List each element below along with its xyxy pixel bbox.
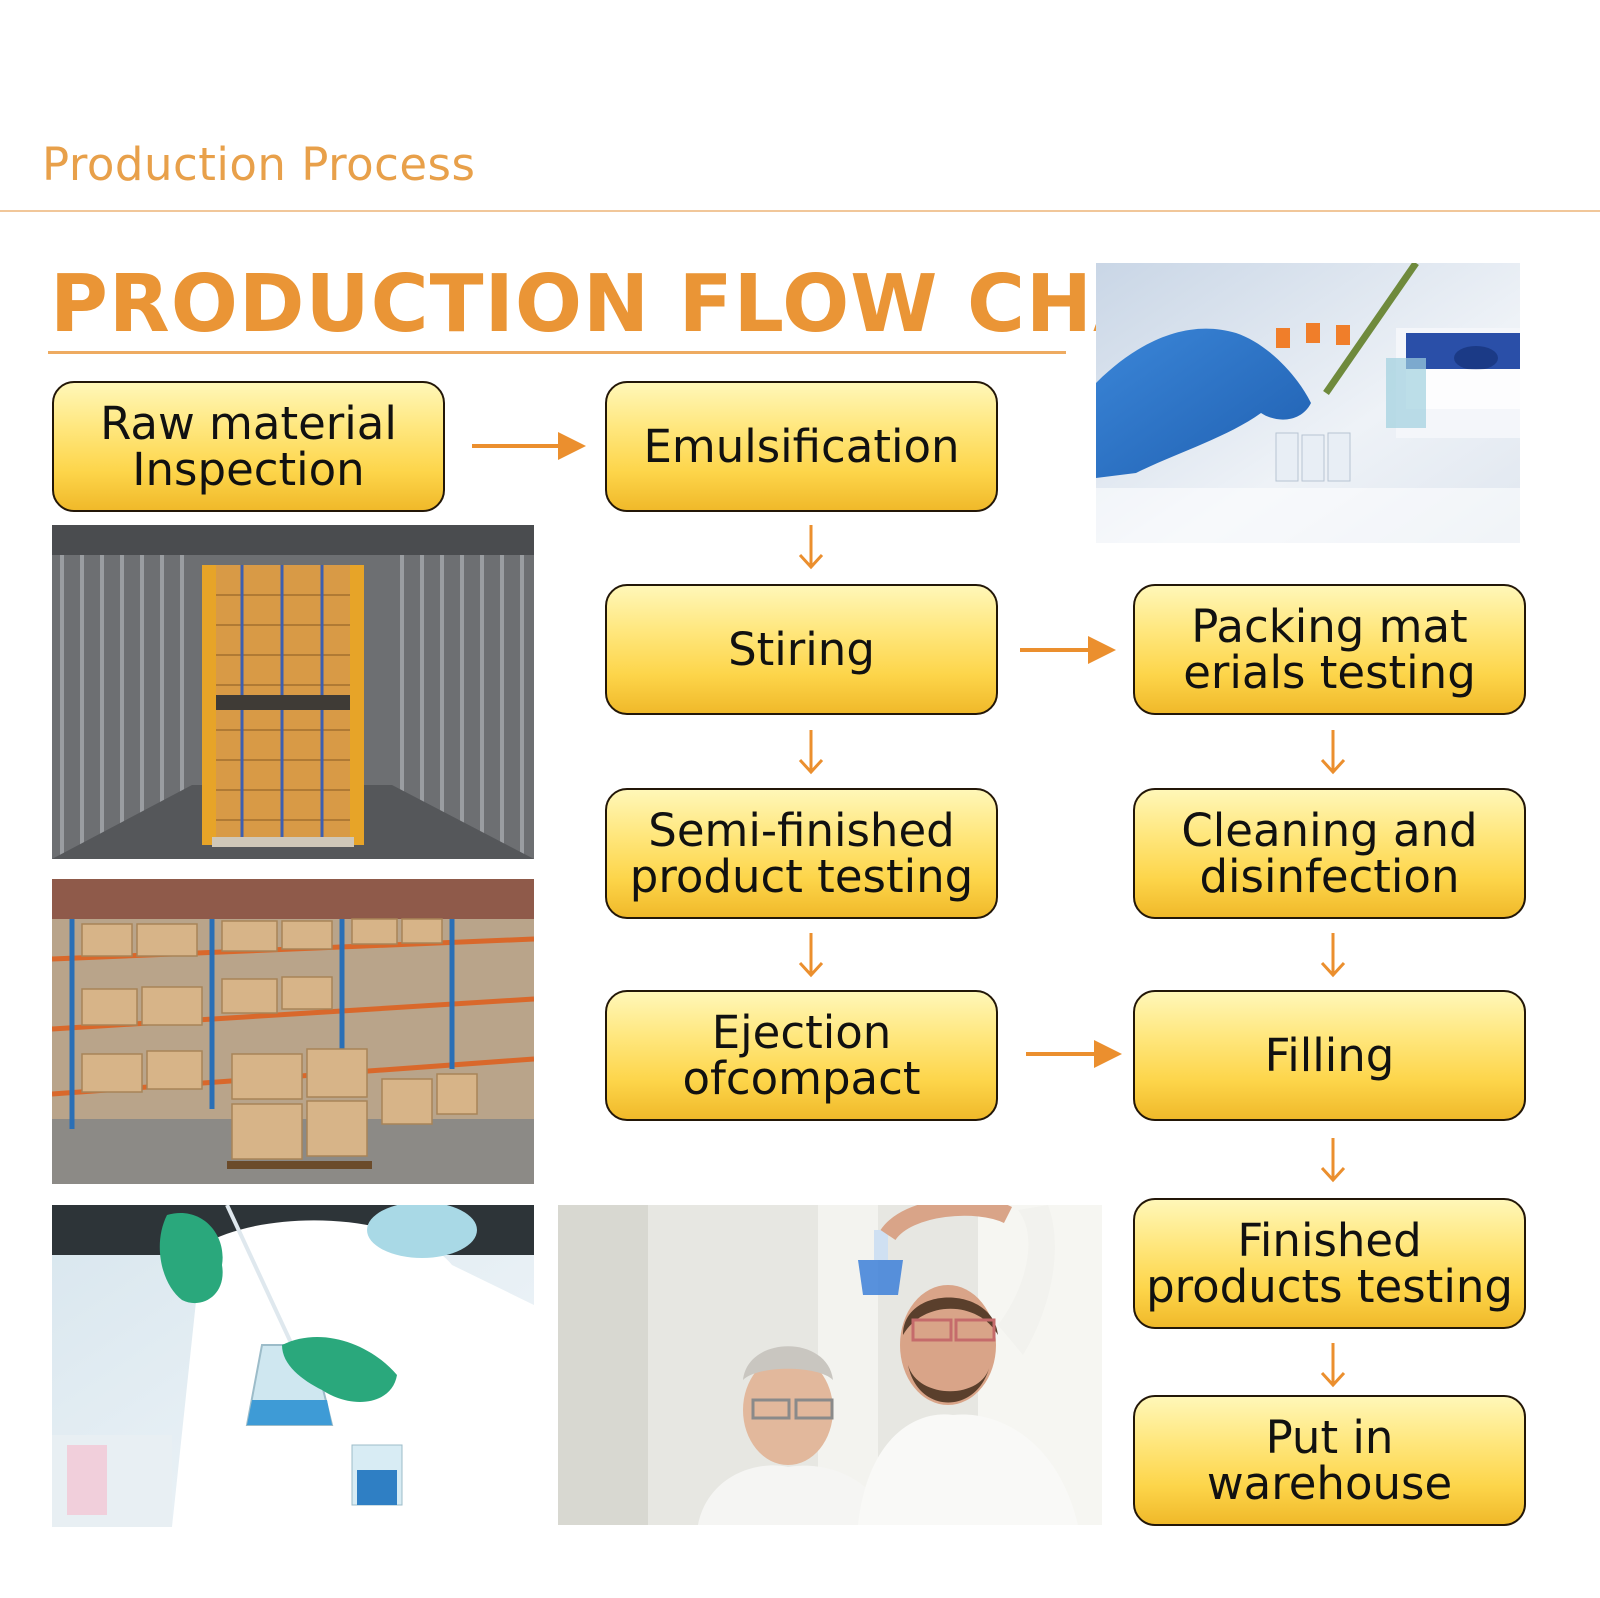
arrow-down-icon bbox=[798, 730, 824, 775]
arrow-down-icon bbox=[1320, 933, 1346, 978]
step-label: Cleaning and disinfection bbox=[1181, 803, 1478, 903]
step-label: Finished products testing bbox=[1146, 1213, 1513, 1313]
arrow-right-icon bbox=[1026, 1040, 1122, 1068]
step-label: Put in warehouse bbox=[1206, 1410, 1453, 1510]
title-underline bbox=[48, 351, 1066, 354]
step-label: Filling bbox=[1264, 1028, 1395, 1082]
container-loaded-pallets-photo bbox=[52, 525, 534, 859]
step-emulsification: Emulsification bbox=[605, 381, 998, 512]
arrow-down-icon bbox=[1320, 1138, 1346, 1183]
header-divider bbox=[0, 210, 1600, 212]
arrow-down-icon bbox=[798, 933, 824, 978]
lab-gloved-hand-vials-photo bbox=[1096, 263, 1520, 543]
step-label: Emulsification bbox=[643, 419, 960, 473]
step-stiring: Stiring bbox=[605, 584, 998, 715]
step-raw-material-inspection: Raw material Inspection bbox=[52, 381, 445, 512]
step-label: Ejection ofcompact bbox=[682, 1005, 921, 1105]
step-label: Stiring bbox=[728, 622, 875, 676]
step-put-in-warehouse: Put in warehouse bbox=[1133, 1395, 1526, 1526]
arrow-down-icon bbox=[1320, 730, 1346, 775]
step-ejection-of-compact: Ejection ofcompact bbox=[605, 990, 998, 1121]
page-header-title: Production Process bbox=[42, 138, 476, 191]
scientists-examining-flask-photo bbox=[558, 1205, 1102, 1525]
step-finished-products-testing: Finished products testing bbox=[1133, 1198, 1526, 1329]
lab-beaker-pipette-photo bbox=[52, 1205, 534, 1527]
flowchart-title: PRODUCTION FLOW CHART bbox=[50, 258, 1269, 350]
step-semi-finished-product-testing: Semi-finished product testing bbox=[605, 788, 998, 919]
step-label: Raw material Inspection bbox=[100, 396, 397, 496]
step-cleaning-and-disinfection: Cleaning and disinfection bbox=[1133, 788, 1526, 919]
step-label: Packing mat erials testing bbox=[1183, 599, 1476, 699]
step-packing-materials-testing: Packing mat erials testing bbox=[1133, 584, 1526, 715]
warehouse-shelves-boxes-photo bbox=[52, 879, 534, 1184]
arrow-down-icon bbox=[798, 525, 824, 570]
step-filling: Filling bbox=[1133, 990, 1526, 1121]
arrow-right-icon bbox=[472, 432, 586, 460]
step-label: Semi-finished product testing bbox=[629, 803, 974, 903]
arrow-down-icon bbox=[1320, 1343, 1346, 1388]
arrow-right-icon bbox=[1020, 636, 1116, 664]
